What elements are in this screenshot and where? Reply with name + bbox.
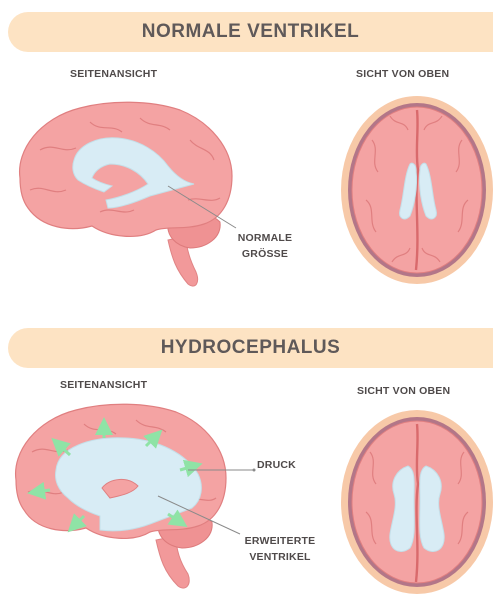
normal-brain-top-view xyxy=(341,96,493,284)
hydro-brain-side-view xyxy=(16,404,256,588)
normal-brain-side-view xyxy=(20,102,236,286)
hydro-brain-top-view xyxy=(341,410,493,594)
